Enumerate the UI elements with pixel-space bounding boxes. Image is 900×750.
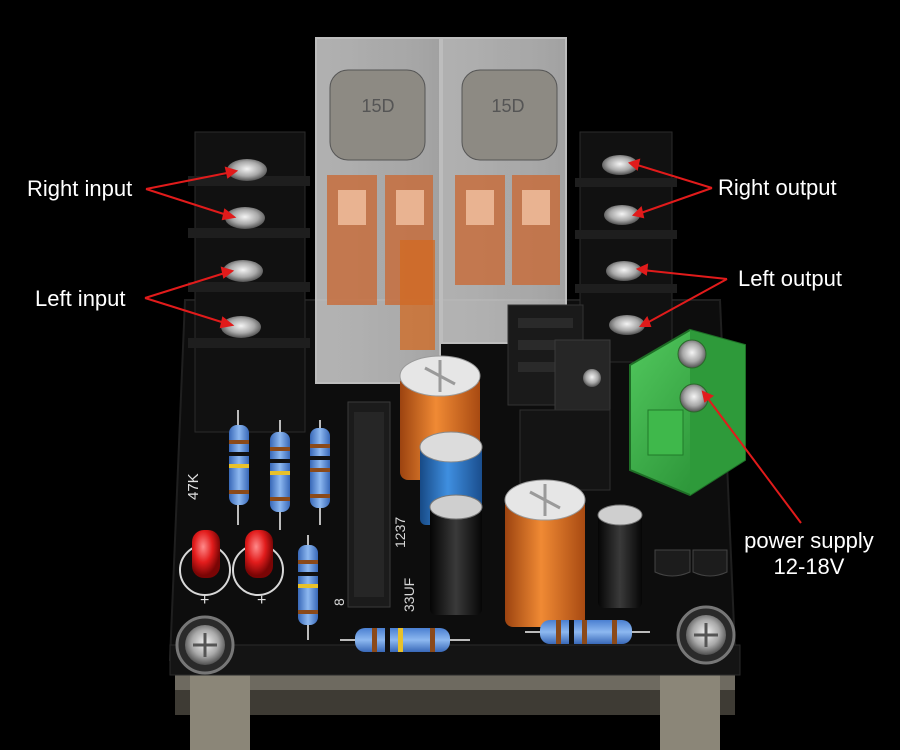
label-left-input: Left input bbox=[35, 286, 126, 311]
screw-terminal bbox=[221, 316, 261, 338]
label-right-input: Right input bbox=[27, 176, 133, 201]
relay-left: 15D bbox=[315, 37, 441, 384]
mounting-screw-left bbox=[175, 615, 235, 675]
led-polarity-mark: + bbox=[257, 592, 266, 609]
screw-terminal bbox=[602, 155, 638, 175]
relay-marking: 15D bbox=[491, 96, 524, 116]
heatsink bbox=[507, 304, 611, 491]
label-right-output: Right output bbox=[718, 175, 837, 200]
led-left: + bbox=[179, 530, 231, 609]
regulator-marking: 1237 bbox=[392, 517, 408, 548]
resistor-horizontal bbox=[340, 620, 650, 652]
label-power-supply: power supply 12-18V bbox=[735, 528, 883, 580]
power-terminal-block bbox=[629, 328, 746, 497]
annotation-arrows bbox=[144, 158, 802, 524]
capacitor-orange-right bbox=[504, 479, 586, 627]
capacitor-black-tall: 33UF bbox=[401, 494, 483, 615]
mounting-screw-right bbox=[676, 605, 736, 665]
relay-marking: 15D bbox=[361, 96, 394, 116]
screw-terminal bbox=[606, 261, 642, 281]
screw-terminal bbox=[223, 260, 263, 282]
capacitor-marking: 33UF bbox=[401, 578, 417, 612]
resistor-bank: 47K bbox=[185, 410, 330, 640]
led-polarity-mark: + bbox=[200, 592, 209, 609]
heatsink-screw bbox=[583, 369, 601, 387]
screw-terminal bbox=[225, 207, 265, 229]
label-power-supply-voltage: 12-18V bbox=[773, 554, 845, 579]
pin-marking: 8 bbox=[331, 598, 347, 606]
label-power-supply-title: power supply bbox=[744, 528, 874, 553]
transistor bbox=[654, 549, 728, 577]
screw-terminal bbox=[609, 315, 645, 335]
label-left-output: Left output bbox=[738, 266, 842, 291]
screw-terminal bbox=[604, 205, 640, 225]
input-terminal-strip bbox=[188, 131, 310, 433]
led-right: + bbox=[232, 530, 284, 609]
standoff-right bbox=[660, 675, 720, 750]
voltage-regulator: 1237 8 bbox=[331, 401, 408, 608]
capacitor-black-small bbox=[597, 504, 643, 608]
screw-terminal bbox=[227, 159, 267, 181]
standoff-left bbox=[190, 675, 250, 750]
resistor-marking: 47K bbox=[185, 473, 202, 500]
output-terminal-strip bbox=[575, 131, 677, 363]
relay-right: 15D bbox=[441, 37, 567, 344]
